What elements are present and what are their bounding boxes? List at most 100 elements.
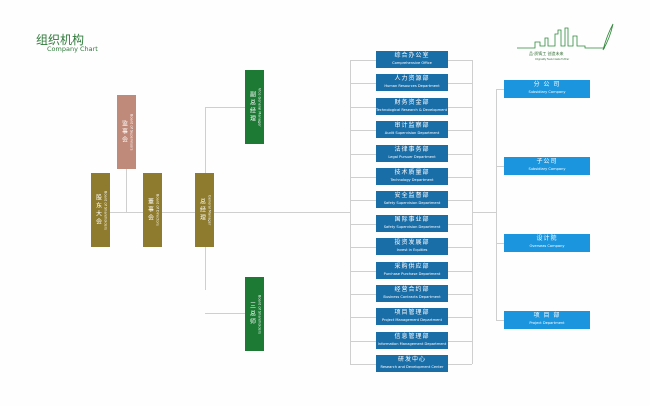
box-label-zh: 设计院: [536, 235, 558, 242]
box-label-en: Human Resources Department: [384, 84, 440, 89]
box-label-en: Overseas Company: [529, 244, 565, 248]
box-label-en: General Manager: [207, 194, 212, 226]
connector: [448, 60, 472, 61]
subsidiary-box[interactable]: 子公司 Subsidiary Company: [504, 157, 590, 175]
department-box[interactable]: 经营合约部 Business Contracts Department: [376, 285, 448, 302]
connector: [350, 130, 376, 132]
connector: [350, 294, 376, 295]
connector: [350, 153, 376, 155]
svg-text:品·质铸工 创造未来: 品·质铸工 创造未来: [529, 50, 564, 56]
box-label-en: Subsidiary Company: [528, 167, 566, 171]
connector: [448, 247, 472, 249]
box-label-en: Safety Supervision Department: [383, 201, 441, 206]
connector: [448, 83, 472, 85]
box-label-zh: 子公司: [536, 158, 558, 165]
vice-general-manager-box[interactable]: Vice General Manager 副总经理: [245, 70, 264, 144]
board-of-directors-box[interactable]: Board of Directors 董事会: [143, 173, 162, 247]
box-label-zh: 董事会: [146, 198, 154, 222]
connector: [496, 243, 504, 244]
connector: [448, 130, 472, 132]
box-label-zh: 股东大会: [94, 194, 102, 226]
connector: [448, 294, 472, 295]
box-label-en: Technological Research & Development Cen…: [376, 107, 461, 112]
connector: [350, 364, 376, 366]
box-label-en: Research and Development Center: [380, 365, 444, 370]
connector: [350, 106, 376, 108]
box-label-zh: 三总师: [248, 302, 256, 326]
box-label-zh: 采购供应部: [394, 262, 430, 270]
general-manager-box[interactable]: General Manager 总经理: [195, 173, 214, 247]
box-label-en: Information Management Department: [377, 341, 447, 346]
connector: [448, 177, 472, 178]
connector: [350, 317, 376, 319]
box-label-en: Invest in Equities: [396, 248, 428, 253]
box-label-zh: 项目管理部: [394, 309, 430, 317]
connector: [448, 317, 472, 319]
connector: [448, 340, 472, 342]
connector: [496, 89, 497, 320]
box-label-zh: 人力资源部: [394, 75, 430, 83]
box-label-zh: 安全监督部: [394, 192, 430, 200]
box-label-en: Project Management Department: [381, 318, 442, 323]
connector: [448, 153, 472, 155]
box-label-zh: 法律事务部: [394, 145, 430, 153]
box-label-zh: 项 目 部: [533, 312, 561, 319]
box-label-zh: 经营合约部: [394, 286, 430, 293]
box-label-en: Safety Supervision Department: [383, 224, 441, 229]
box-label-zh: 财务资金部: [394, 98, 430, 106]
connector: [448, 106, 472, 108]
connector: [350, 200, 376, 202]
connector: [448, 270, 472, 272]
box-label-en: Legal Pursuer Department: [388, 154, 436, 159]
svg-text:Originality Feels Create Fur: Originality Feels Create Further: [535, 58, 569, 61]
box-label-zh: 信息管理部: [394, 332, 430, 340]
box-label-zh: 技术质量部: [394, 169, 430, 176]
box-label-en: Subsidiary Company: [528, 90, 566, 94]
connector: [350, 60, 376, 61]
shareholders-meeting-box[interactable]: Board of Shareholders 股东大会: [91, 173, 110, 247]
box-label-zh: 投资发展部: [394, 239, 430, 247]
board-of-supervisors-box[interactable]: Board of Supervisors 监事会: [117, 95, 136, 169]
connector: [350, 83, 376, 85]
chief-engineers-box[interactable]: Board of Shareholders 三总师: [245, 277, 264, 351]
box-label-en: Board of Directors: [155, 194, 160, 226]
box-label-en: Business Contracts Department: [383, 295, 441, 299]
connector: [448, 223, 472, 225]
subsidiary-box[interactable]: 设计院 Overseas Company: [504, 234, 590, 252]
box-label-en: Comprehensive Office: [392, 61, 432, 65]
connector: [496, 320, 504, 321]
connector: [472, 212, 496, 213]
box-label-en: Vice General Manager: [257, 87, 262, 127]
box-label-en: Purchase Purchase Department: [383, 271, 441, 276]
connector: [100, 212, 350, 213]
company-logo: 品·质铸工 创造未来 Originality Feels Create Furt…: [517, 23, 614, 61]
connector: [126, 167, 127, 212]
subsidiary-box[interactable]: 分 公 司 Subsidiary Company: [504, 80, 590, 98]
box-label-en: Board of Shareholders: [103, 190, 108, 230]
connector: [448, 200, 472, 202]
box-label-en: Board of Shareholders: [257, 294, 262, 334]
connector: [448, 364, 472, 366]
connector: [496, 166, 504, 167]
connector: [350, 177, 376, 178]
connector: [350, 270, 376, 272]
box-label-en: Board of Supervisors: [129, 113, 134, 151]
box-label-zh: 研发中心: [397, 356, 426, 364]
box-label-zh: 分 公 司: [533, 81, 561, 88]
connector: [350, 60, 351, 364]
